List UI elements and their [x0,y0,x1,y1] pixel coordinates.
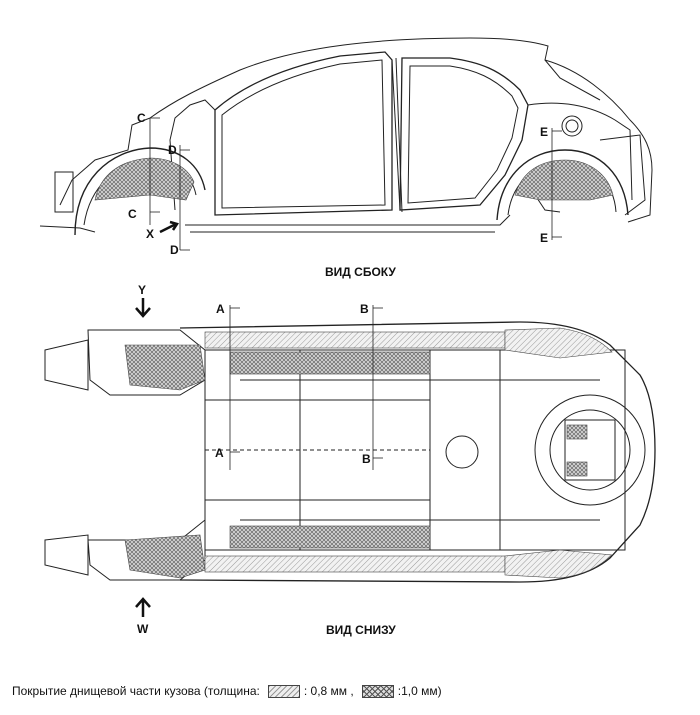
rail-coating-bottom [204,555,506,573]
marker-w: W [137,622,149,636]
bottom-view-title: ВИД СНИЗУ [326,623,396,637]
marker-a-top: A [216,302,225,316]
arrow-x-icon [159,220,179,234]
front-arch-coating [94,157,195,201]
section-lines-bottom [229,305,383,470]
marker-c-top: C [137,111,146,125]
side-view-car [39,37,653,236]
marker-x: X [146,227,154,241]
spare-well-coating-2 [566,461,588,477]
side-view-title: ВИД СБОКУ [325,265,396,279]
marker-e-top: E [540,125,548,139]
swatch-thin [267,684,300,698]
rail-coating-top [204,331,506,349]
arrow-down-icon [135,298,151,318]
rear-arch-coating [514,159,614,201]
rear-coating-top [504,327,613,359]
marker-e-bottom: E [540,231,548,245]
sill-coating-top [229,351,431,375]
section-lines-side [149,117,562,251]
marker-c-bottom: C [128,207,137,221]
rear-coating-bottom [504,549,613,579]
legend-prefix: Покрытие днищевой части кузова (толщина: [12,684,260,698]
front-arch-coating-bottom [124,534,206,579]
legend-thick: :1,0 мм) [397,684,442,698]
marker-d-top: D [168,143,177,157]
marker-b-bottom: B [362,452,371,466]
front-arch-coating-top [124,344,206,391]
sill-coating-bottom [229,525,431,549]
marker-y: Y [138,283,146,297]
legend: Покрытие днищевой части кузова (толщина:… [12,684,442,698]
swatch-thick [361,684,394,698]
marker-a-bottom: A [215,446,224,460]
arrow-up-icon [135,597,151,617]
legend-thin: : 0,8 мм , [303,684,354,698]
spare-well-coating-1 [566,424,588,440]
marker-b-top: B [360,302,369,316]
marker-d-bottom: D [170,243,179,257]
